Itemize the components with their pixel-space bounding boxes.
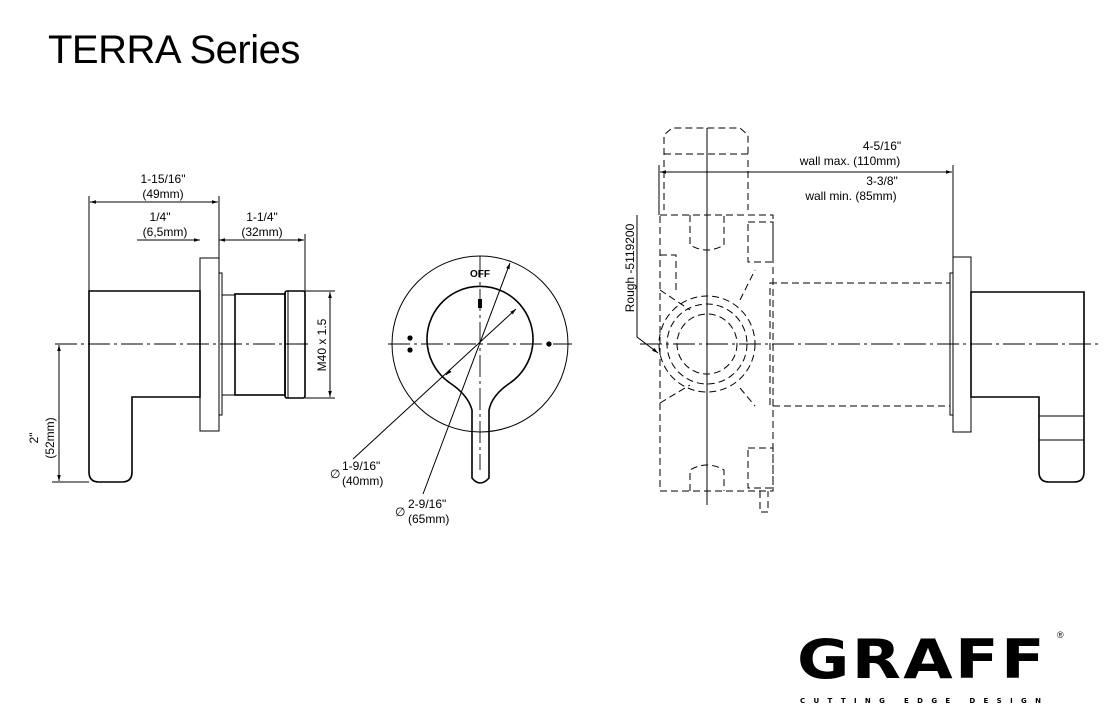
dim-inner-dia xyxy=(352,308,517,460)
inner-dia-mm: (40mm) xyxy=(342,474,383,488)
dim-thread-len-mm: (32mm) xyxy=(241,225,282,239)
indicator-mark xyxy=(478,299,482,308)
diameter-symbol: ∅ xyxy=(395,505,405,519)
escutcheon-plate xyxy=(952,256,972,433)
outer-dia-mm: (65mm) xyxy=(408,512,449,526)
inner-dia-in: 1-9/16" xyxy=(342,459,380,473)
wall-max-label: wall max. (110mm) xyxy=(799,154,900,168)
handle-outline xyxy=(426,285,534,484)
dim-outer-dia xyxy=(422,262,511,495)
logo-brand: GRAFF xyxy=(797,628,1047,691)
off-label: OFF xyxy=(470,269,490,280)
escutcheon-plate xyxy=(199,257,220,432)
rough-valve-port xyxy=(747,447,774,489)
wall-min-label: wall min. (85mm) xyxy=(804,189,896,203)
rough-leader xyxy=(636,215,659,354)
side-view: 1-15/16" (49mm) 1/4" (6,5mm) 1-1/4" (32m… xyxy=(27,172,335,483)
diameter-symbol: ∅ xyxy=(330,467,340,481)
hot-dot-icon xyxy=(407,335,413,341)
dim-thread-spec: M40 x 1.5 xyxy=(315,318,329,371)
front-view: OFF ∅ 1-9/16" (40mm) ∅ 2-9/16" (65mm) xyxy=(330,255,572,526)
page-title: TERRA Series xyxy=(48,28,300,72)
logo-tagline: CUTTING EDGE DESIGN xyxy=(800,697,1048,705)
dim-height-mm: (52mm) xyxy=(43,417,57,458)
dim-plate-mm: (6,5mm) xyxy=(143,225,188,239)
dim-overall-mm: (49mm) xyxy=(142,187,183,201)
hot-dot-icon xyxy=(407,347,413,353)
rough-label: Rough -5119200 xyxy=(623,223,637,312)
sleeve xyxy=(234,293,286,396)
wall-max-in: 4-5/16" xyxy=(863,139,901,153)
rough-valve-port xyxy=(747,221,774,263)
rough-sleeve xyxy=(769,282,951,407)
handle-body xyxy=(970,291,1085,483)
rough-valve-body xyxy=(659,214,774,492)
rough-valve-ribs xyxy=(659,254,756,407)
dim-overall-in: 1-15/16" xyxy=(141,172,186,186)
rough-valve-plug xyxy=(759,491,769,513)
logo-registered: ® xyxy=(1057,630,1064,640)
thread xyxy=(284,290,306,399)
dim-thread-len-in: 1-1/4" xyxy=(246,210,278,224)
dim-height-in: 2" xyxy=(27,433,41,444)
dim-inner-dia-arrow xyxy=(445,369,452,376)
dim-plate-in: 1/4" xyxy=(150,210,171,224)
wall-min-in: 3-3/8" xyxy=(866,174,898,188)
handle-body xyxy=(88,290,201,483)
cold-dot-icon xyxy=(546,341,552,347)
neck xyxy=(221,294,236,396)
graff-logo: GRAFF ® CUTTING EDGE DESIGN xyxy=(797,628,1064,705)
rough-valve-neck xyxy=(663,160,749,210)
outer-dia-in: 2-9/16" xyxy=(408,497,446,511)
rough-valve-top xyxy=(663,127,749,155)
installed-view: 4-5/16" wall max. (110mm) 3-3/8" wall mi… xyxy=(623,127,1100,513)
